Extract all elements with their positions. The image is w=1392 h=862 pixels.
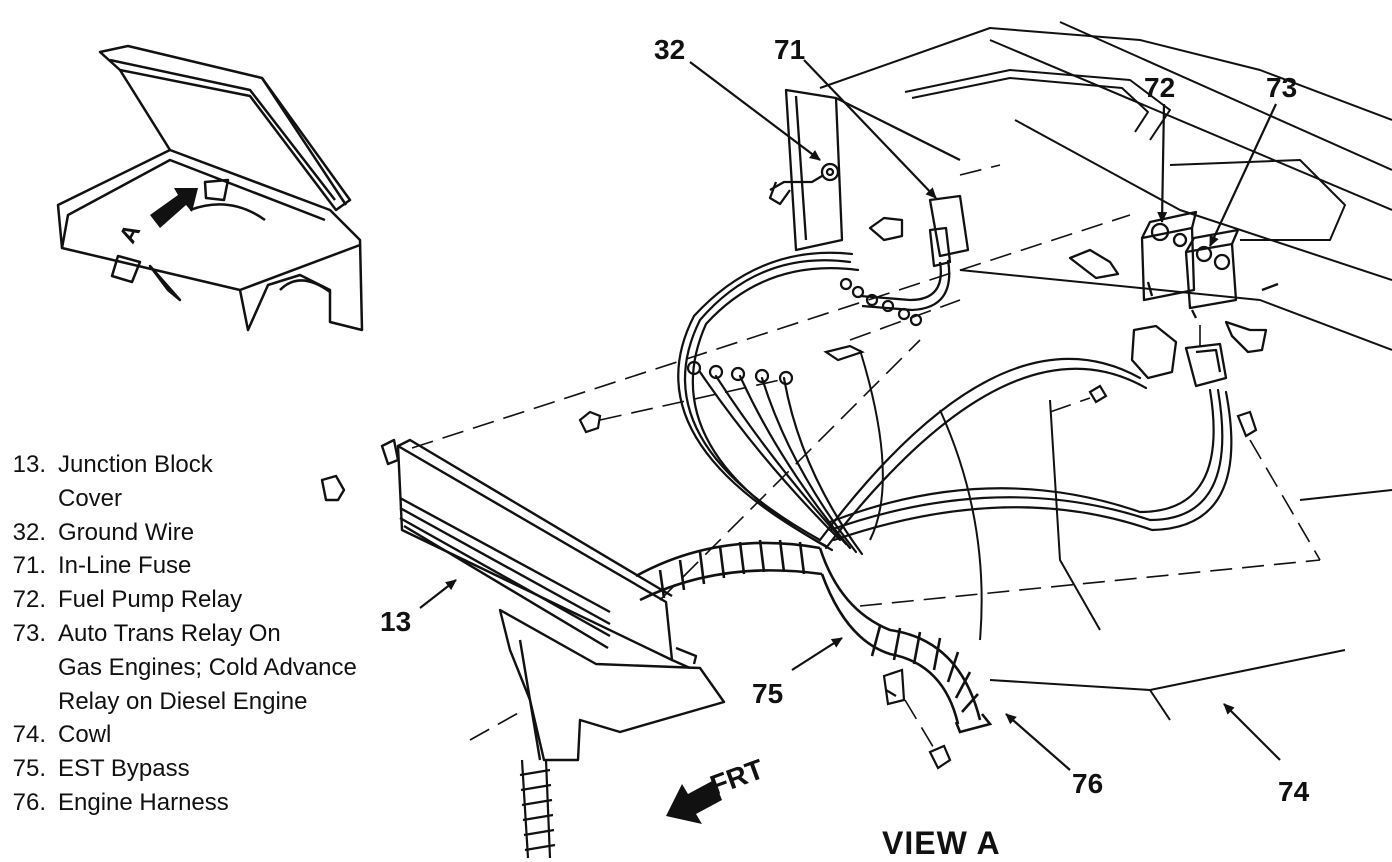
legend-number: 13. <box>12 451 46 478</box>
legend-text: In-Line Fuse <box>58 552 192 580</box>
callout-leaders <box>419 59 1281 771</box>
wiring-harness <box>677 251 1233 556</box>
legend-row: Cover <box>0 482 450 516</box>
callout-72: 72 <box>1144 72 1176 103</box>
legend-number: 72. <box>12 586 46 614</box>
legend-text: Fuel Pump Relay <box>58 586 243 614</box>
legend-text: Cover <box>58 484 123 512</box>
legend-text: Engine Harness <box>58 788 229 816</box>
callout-74: 74 <box>1278 776 1310 807</box>
firewall-bracket <box>768 88 961 252</box>
cowl-outline <box>819 21 1392 721</box>
front-direction-arrow <box>666 780 722 824</box>
legend-row: 13. Junction Block <box>0 448 450 482</box>
legend: 13. Junction Block Cover 32. Ground Wire 7… <box>0 448 450 820</box>
vehicle-inset <box>56 44 364 332</box>
legend-row: 73. Auto Trans Relay On <box>0 617 450 651</box>
legend-text: Auto Trans Relay On <box>58 619 281 647</box>
legend-text: Junction Block <box>58 451 213 478</box>
legend-number: 32. <box>12 518 46 546</box>
callout-73: 73 <box>1266 72 1298 103</box>
lower-conduit <box>519 759 556 858</box>
alignment-lines <box>411 164 1321 751</box>
legend-text: Cowl <box>58 721 112 749</box>
legend-number: 73. <box>12 619 46 647</box>
legend-number: 76. <box>12 788 46 816</box>
ring-terminals <box>578 277 1258 438</box>
legend-row: 71. In-Line Fuse <box>0 549 450 583</box>
legend-number: 71. <box>12 552 46 580</box>
inset-view-arrow <box>150 188 198 228</box>
in-line-fuse <box>859 194 970 312</box>
junction-block-cover <box>320 438 726 762</box>
legend-text: Relay on Diesel Engine <box>58 687 308 715</box>
legend-row: 32. Ground Wire <box>0 516 450 550</box>
legend-number: 74. <box>12 721 46 749</box>
relay-connectors <box>1130 324 1228 388</box>
legend-row: 74. Cowl <box>0 718 450 752</box>
callout-13: 13 <box>380 606 412 637</box>
callout-75: 75 <box>752 678 784 709</box>
legend-row: 76. Engine Harness <box>0 786 450 820</box>
harness-bracket <box>882 668 952 770</box>
callout-71: 71 <box>774 34 806 65</box>
legend-row: 72. Fuel Pump Relay <box>0 583 450 617</box>
callout-76: 76 <box>1072 768 1104 799</box>
legend-row: Gas Engines; Cold Advance <box>0 651 450 685</box>
harness-conduit <box>635 539 993 734</box>
view-label: VIEW A <box>882 825 1001 861</box>
legend-text: Gas Engines; Cold Advance <box>58 653 357 681</box>
callout-32: 32 <box>654 34 686 65</box>
legend-number: 75. <box>12 755 46 783</box>
legend-text: Ground Wire <box>58 518 195 546</box>
legend-row: 75. EST Bypass <box>0 752 450 786</box>
legend-text: EST Bypass <box>58 755 190 783</box>
legend-row: Relay on Diesel Engine <box>0 685 450 719</box>
